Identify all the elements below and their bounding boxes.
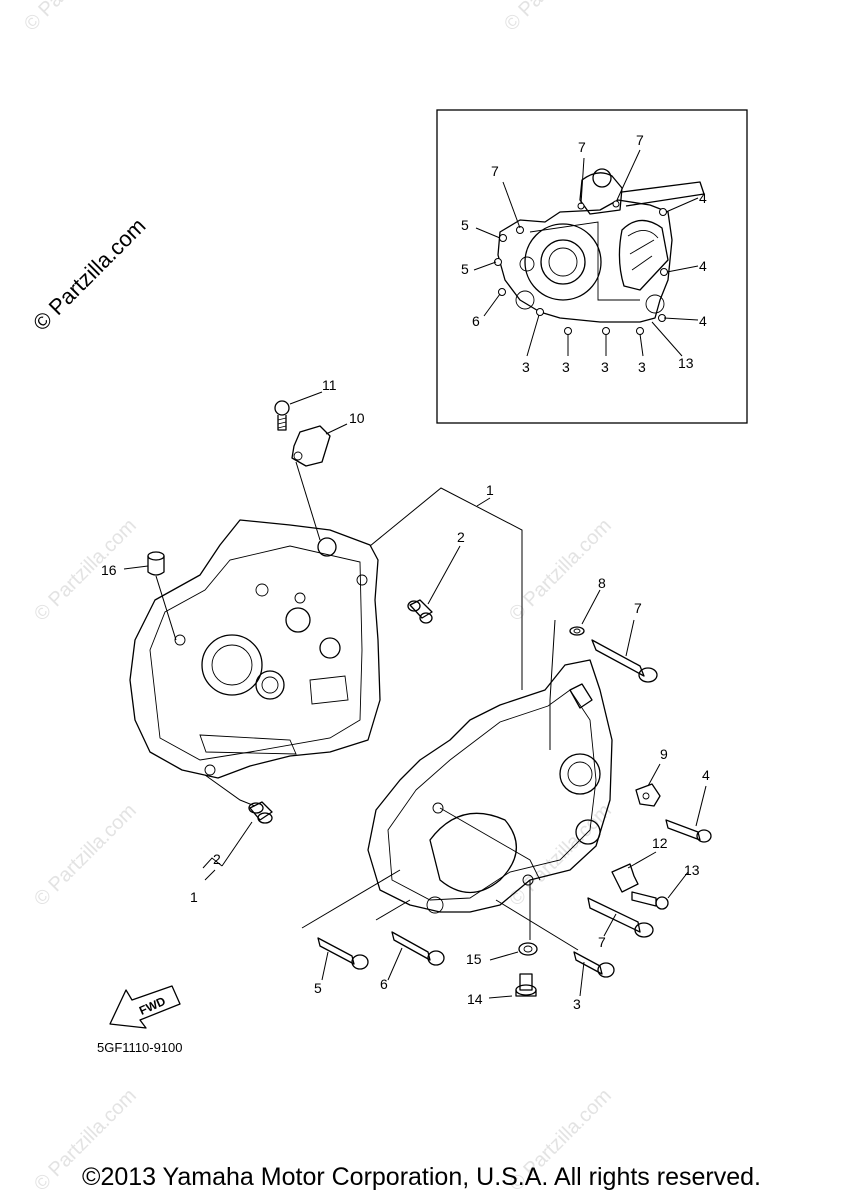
callout-number: 6 xyxy=(380,976,388,992)
callout-number: 7 xyxy=(636,132,644,148)
callout-number: 3 xyxy=(573,996,581,1012)
callout-number: 11 xyxy=(322,377,337,393)
callout-number: 2 xyxy=(213,851,221,867)
right-crankcase-half xyxy=(367,659,613,914)
fwd-arrow-icon: FWD xyxy=(109,985,181,1029)
diagram-code: 5GF1110-9100 xyxy=(97,1040,183,1055)
callout-number: 1 xyxy=(486,482,494,498)
copyright-notice: ©2013 Yamaha Motor Corporation, U.S.A. A… xyxy=(82,1163,761,1191)
dowel-pin-2-lower xyxy=(248,801,273,824)
callout-number: 12 xyxy=(652,835,668,851)
inset-box xyxy=(436,109,748,424)
bolt-4 xyxy=(665,819,712,843)
bolt-11 xyxy=(274,400,290,431)
dowel-pin-2-upper xyxy=(407,599,433,624)
callout-number: 5 xyxy=(461,261,469,277)
callout-number: 7 xyxy=(491,163,499,179)
callout-number: 14 xyxy=(467,991,483,1007)
callout-number: 3 xyxy=(562,359,570,375)
bracket-9 xyxy=(635,783,661,807)
callout-number: 13 xyxy=(684,862,700,878)
inset-callouts: 7 7 7 4 5 5 4 6 4 3 3 3 3 13 xyxy=(461,132,707,375)
callout-number: 8 xyxy=(598,575,606,591)
callout-number: 7 xyxy=(578,139,586,155)
callout-number: 4 xyxy=(699,190,707,206)
fwd-label: FWD xyxy=(137,994,168,1018)
bolt-7-lower xyxy=(587,897,654,938)
callout-number: 7 xyxy=(634,600,642,616)
callout-number: 4 xyxy=(702,767,710,783)
clamp-12 xyxy=(611,863,639,893)
washer-8 xyxy=(569,626,585,636)
bolt-3 xyxy=(573,951,615,978)
drain-plug-14 xyxy=(515,973,537,997)
bolt-7-upper xyxy=(591,639,658,683)
callout-number: 1 xyxy=(190,889,198,905)
callout-number: 3 xyxy=(601,359,609,375)
callout-number: 15 xyxy=(466,951,482,967)
callout-number: 5 xyxy=(461,217,469,233)
callout-number: 10 xyxy=(349,410,365,426)
callout-number: 4 xyxy=(699,258,707,274)
bracket-10 xyxy=(291,425,331,467)
callout-number: 4 xyxy=(699,313,707,329)
bolt-13 xyxy=(631,891,669,910)
callout-number: 7 xyxy=(598,934,606,950)
callout-number: 16 xyxy=(101,562,117,578)
inset-leader-lines xyxy=(473,149,699,357)
callout-number: 9 xyxy=(660,746,668,762)
dowel-pin-16 xyxy=(147,551,165,576)
bolt-5 xyxy=(317,937,369,970)
inset-crankcase-view xyxy=(494,168,705,335)
left-crankcase-half xyxy=(129,519,381,779)
washer-15 xyxy=(518,942,538,956)
callout-number: 3 xyxy=(638,359,646,375)
callout-number: 6 xyxy=(472,313,480,329)
callout-number: 5 xyxy=(314,980,322,996)
main-leader-lines xyxy=(123,391,707,999)
bolt-6 xyxy=(391,931,445,966)
main-callouts: 11 10 1 2 16 8 7 9 4 12 13 7 2 1 5 6 15 … xyxy=(101,377,710,1012)
callout-number: 2 xyxy=(457,529,465,545)
callout-number: 13 xyxy=(678,355,694,371)
callout-number: 3 xyxy=(522,359,530,375)
